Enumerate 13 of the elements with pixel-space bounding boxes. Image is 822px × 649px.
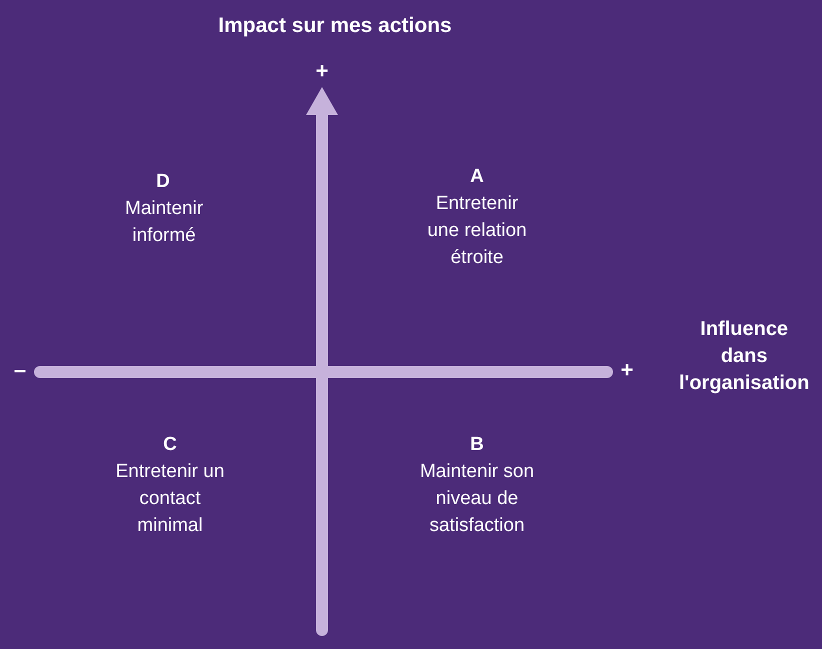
axis-title: Influence dans l'organisation — [679, 317, 810, 396]
quadrant-text: Maintenir son niveau de satisfaction — [418, 460, 536, 538]
quadrant-letter: D — [155, 170, 171, 194]
quadrant-text: Maintenir informé — [125, 197, 204, 248]
quadrant-text: Entretenir un contact minimal — [114, 460, 226, 538]
quadrant-letter: A — [469, 165, 485, 189]
plus-sign: + — [314, 57, 330, 84]
quadrant-text: Entretenir une relation étroite — [426, 192, 528, 270]
quadrant-letter: C — [162, 433, 178, 457]
axis-title: Impact sur mes actions — [217, 13, 453, 39]
quadrant-letter: B — [469, 433, 485, 457]
plus-sign: + — [620, 356, 634, 383]
minus-sign: – — [12, 356, 28, 383]
